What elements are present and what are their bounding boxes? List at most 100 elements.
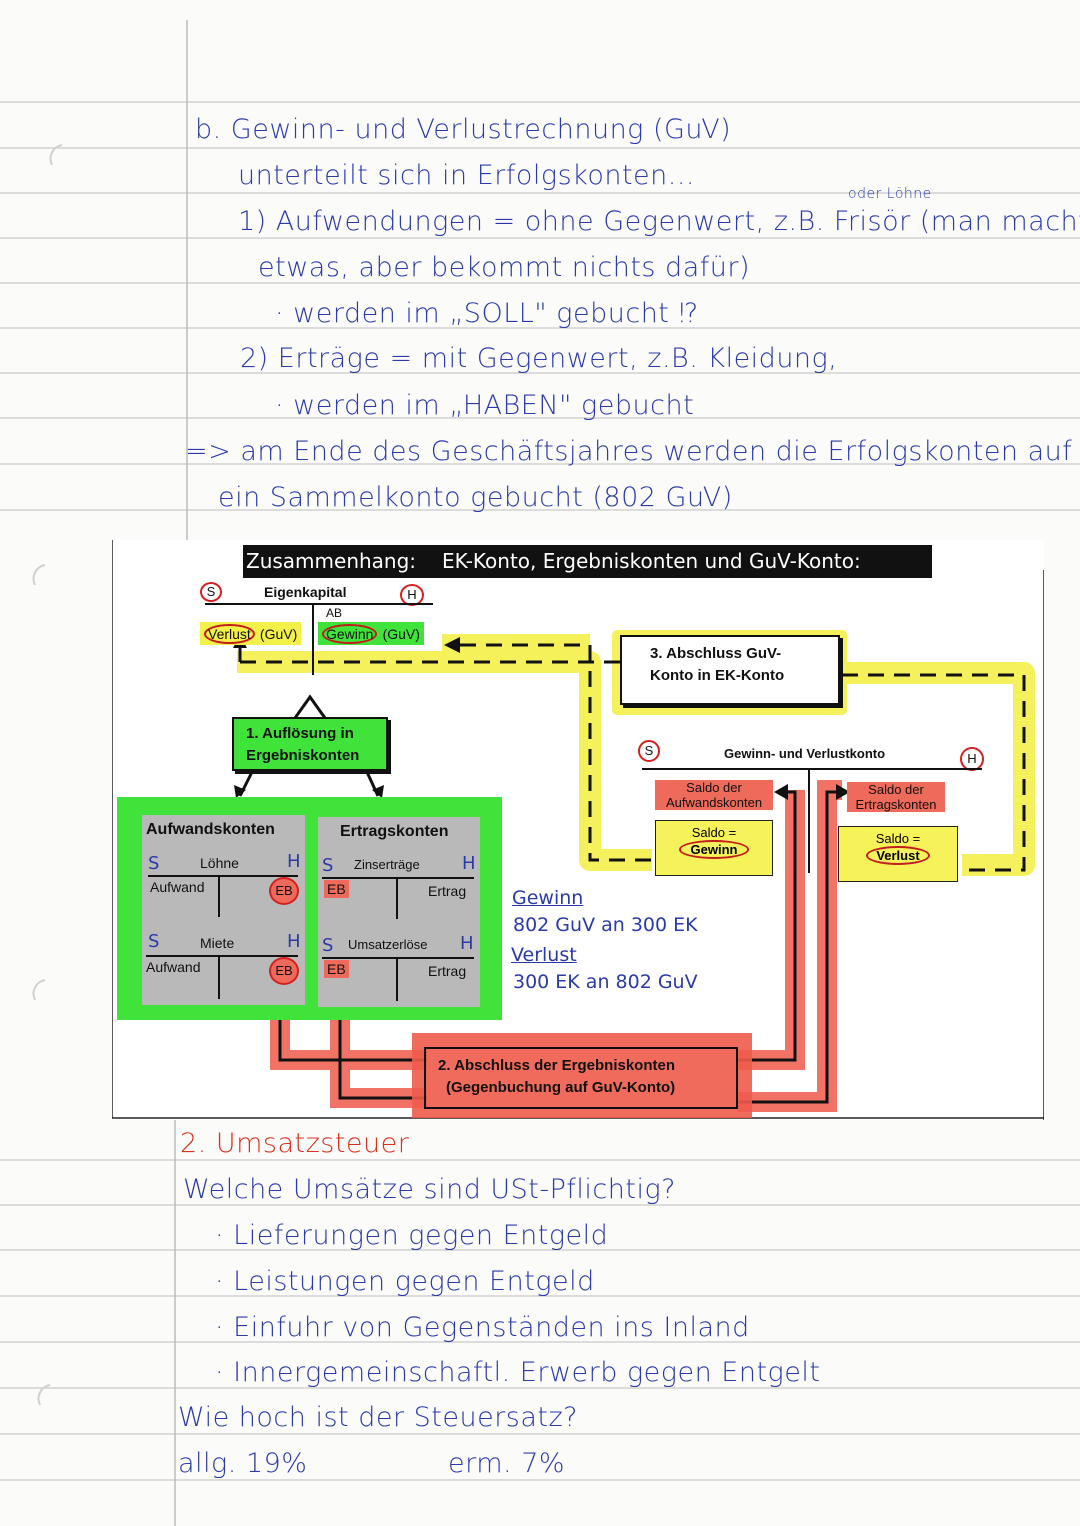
ust-question: Welche Umsätze sind USt-Pflichtig? bbox=[183, 1174, 677, 1205]
arrow-down-icon bbox=[372, 785, 384, 798]
saldo-ertrag-line1: Saldo der bbox=[868, 782, 924, 797]
eb-marker: EB bbox=[269, 957, 299, 985]
ek-verlust-guv: (GuV) bbox=[259, 626, 298, 642]
section-heading-guv: b. Gewinn- und Verlustrechnung (GuV) bbox=[195, 114, 732, 145]
haben-marker: H bbox=[287, 931, 301, 952]
soll-marker: S bbox=[200, 582, 222, 602]
ust-bullet: · Innergemeinschaftl. Erwerb gegen Entge… bbox=[215, 1357, 821, 1388]
haben-marker: H bbox=[960, 747, 984, 771]
arrow-down-icon bbox=[234, 785, 246, 798]
ek-ab-label: AB bbox=[326, 606, 343, 620]
saldo-verlust-value: Verlust bbox=[866, 846, 930, 865]
ertragskonten-panel: Ertragskonten S Zinserträge H EB Ertrag … bbox=[318, 817, 480, 1007]
ust-bullet: · Einfuhr von Gegenständen ins Inland bbox=[215, 1312, 750, 1343]
t-account-line bbox=[218, 955, 220, 999]
t-account-line bbox=[808, 768, 810, 873]
aufwandskonten-title: Aufwandskonten bbox=[146, 821, 275, 838]
note-line: etwas, aber bekommt nichts dafür) bbox=[258, 252, 750, 283]
diagram-title: Zusammenhang: EK-Konto, Ergebniskonten un… bbox=[243, 545, 932, 578]
ek-gewinn-guv: (GuV) bbox=[382, 626, 420, 642]
t-account-line bbox=[312, 603, 314, 675]
account-debit-label: Aufwand bbox=[146, 959, 201, 975]
account-credit-label: Ertrag bbox=[428, 883, 467, 899]
eb-marker: EB bbox=[324, 880, 349, 898]
ust-question: Wie hoch ist der Steuersatz? bbox=[178, 1402, 579, 1433]
arrow-left-icon bbox=[774, 784, 788, 800]
ek-gewinn-entry: Gewinn (GuV) bbox=[318, 622, 424, 645]
account-debit-label: Aufwand bbox=[150, 879, 205, 895]
step3-line1: 3. Abschluss GuV- bbox=[650, 645, 782, 662]
hw-gewinn-entry: 802 GuV an 300 EK bbox=[513, 914, 698, 936]
note-line: 2) Erträge = mit Gegenwert, z.B. Kleidun… bbox=[240, 343, 838, 374]
t-account-line bbox=[218, 875, 220, 917]
account-name: Umsatzerlöse bbox=[348, 937, 428, 952]
t-account-line bbox=[146, 955, 298, 957]
arrow-right-icon bbox=[836, 784, 850, 800]
saldo-aufwand-line2: Aufwandskonten bbox=[665, 795, 763, 810]
step3-box: 3. Abschluss GuV- Konto in EK-Konto bbox=[620, 635, 840, 705]
note-line: ein Sammelkonto gebucht (802 GuV) bbox=[218, 482, 733, 513]
section-heading-ust: 2. Umsatzsteuer bbox=[180, 1128, 410, 1159]
step2-box: 2. Abschluss der Ergebniskonten (Gegenbu… bbox=[424, 1047, 738, 1109]
arrow-left-icon bbox=[444, 637, 460, 653]
aufwandskonten-panel: Aufwandskonten S Löhne H Aufwand EB S Mi… bbox=[142, 815, 305, 1005]
t-account-line bbox=[205, 603, 433, 605]
account-name: Löhne bbox=[200, 855, 239, 871]
title-left: Zusammenhang: bbox=[246, 549, 417, 573]
step1-box: 1. Auflösung in Ergebniskonten bbox=[232, 717, 388, 771]
rate-reduced: erm. 7% bbox=[448, 1448, 566, 1479]
diagram: Zusammenhang: EK-Konto, Ergebniskonten un… bbox=[112, 540, 1044, 1120]
saldo-ertrag-label: Saldo der Ertragskonten bbox=[847, 782, 945, 812]
note-line: · werden im „SOLL" gebucht ⁉ bbox=[275, 298, 699, 329]
title-right: EK-Konto, Ergebniskonten und GuV-Konto: bbox=[442, 549, 861, 573]
t-account-line bbox=[396, 957, 398, 1001]
hw-verlust-label: Verlust bbox=[511, 944, 577, 966]
t-account-line bbox=[642, 768, 982, 770]
haben-marker: H bbox=[460, 933, 474, 954]
hw-gewinn-label: Gewinn bbox=[512, 887, 584, 909]
ust-bullet: · Lieferungen gegen Entgeld bbox=[215, 1220, 609, 1251]
eb-marker: EB bbox=[324, 960, 349, 978]
note-line: unterteilt sich in Erfolgskonten... bbox=[238, 160, 696, 191]
ertragskonten-title: Ertragskonten bbox=[340, 823, 449, 840]
ek-gewinn-label: Gewinn bbox=[322, 624, 378, 644]
saldo-aufwand-line1: Saldo der bbox=[686, 780, 742, 795]
ek-account-title: Eigenkapital bbox=[264, 584, 347, 600]
eb-marker: EB bbox=[269, 877, 299, 905]
note-line: 1) Aufwendungen = ohne Gegenwert, z.B. F… bbox=[238, 206, 1080, 237]
saldo-verlust-box: Saldo = Verlust bbox=[838, 826, 958, 882]
hw-verlust-entry: 300 EK an 802 GuV bbox=[513, 971, 698, 993]
t-account-line bbox=[148, 875, 298, 877]
ust-bullet: · Leistungen gegen Entgeld bbox=[215, 1266, 595, 1297]
rate-general: allg. 19% bbox=[178, 1448, 308, 1479]
account-credit-label: Ertrag bbox=[428, 963, 467, 979]
note-line: · werden im „HABEN" gebucht bbox=[275, 390, 695, 421]
saldo-gewinn-box: Saldo = Gewinn bbox=[655, 820, 773, 876]
soll-marker: S bbox=[638, 740, 660, 762]
ek-verlust-label: Verlust bbox=[204, 624, 255, 644]
t-account-line bbox=[322, 877, 474, 879]
saldo-gewinn-value: Gewinn bbox=[678, 840, 750, 859]
account-name: Miete bbox=[200, 935, 235, 951]
note-line: => am Ende des Geschäftsjahres werden di… bbox=[185, 436, 1073, 467]
haben-marker: H bbox=[400, 584, 424, 606]
soll-marker: S bbox=[322, 935, 334, 956]
saldo-eq: Saldo = bbox=[875, 831, 921, 846]
step2-line1: 2. Abschluss der Ergebniskonten bbox=[438, 1057, 676, 1074]
haben-marker: H bbox=[462, 853, 476, 874]
soll-marker: S bbox=[148, 853, 160, 874]
step3-line2: Konto in EK-Konto bbox=[650, 667, 785, 684]
saldo-eq: Saldo = bbox=[691, 825, 737, 840]
saldo-ertrag-line2: Ertragskonten bbox=[855, 797, 937, 812]
note-annotation: oder Löhne bbox=[848, 186, 932, 202]
saldo-aufwand-label: Saldo der Aufwandskonten bbox=[655, 780, 773, 810]
t-account-line bbox=[322, 957, 474, 959]
account-name: Zinserträge bbox=[354, 857, 420, 872]
t-account-line bbox=[396, 877, 398, 919]
haben-marker: H bbox=[287, 851, 301, 872]
guv-account-title: Gewinn- und Verlustkonto bbox=[724, 746, 886, 761]
soll-marker: S bbox=[322, 855, 334, 876]
soll-marker: S bbox=[148, 931, 160, 952]
ek-verlust-entry: Verlust (GuV) bbox=[200, 622, 302, 645]
step2-line2: (Gegenbuchung auf GuV-Konto) bbox=[446, 1079, 676, 1096]
